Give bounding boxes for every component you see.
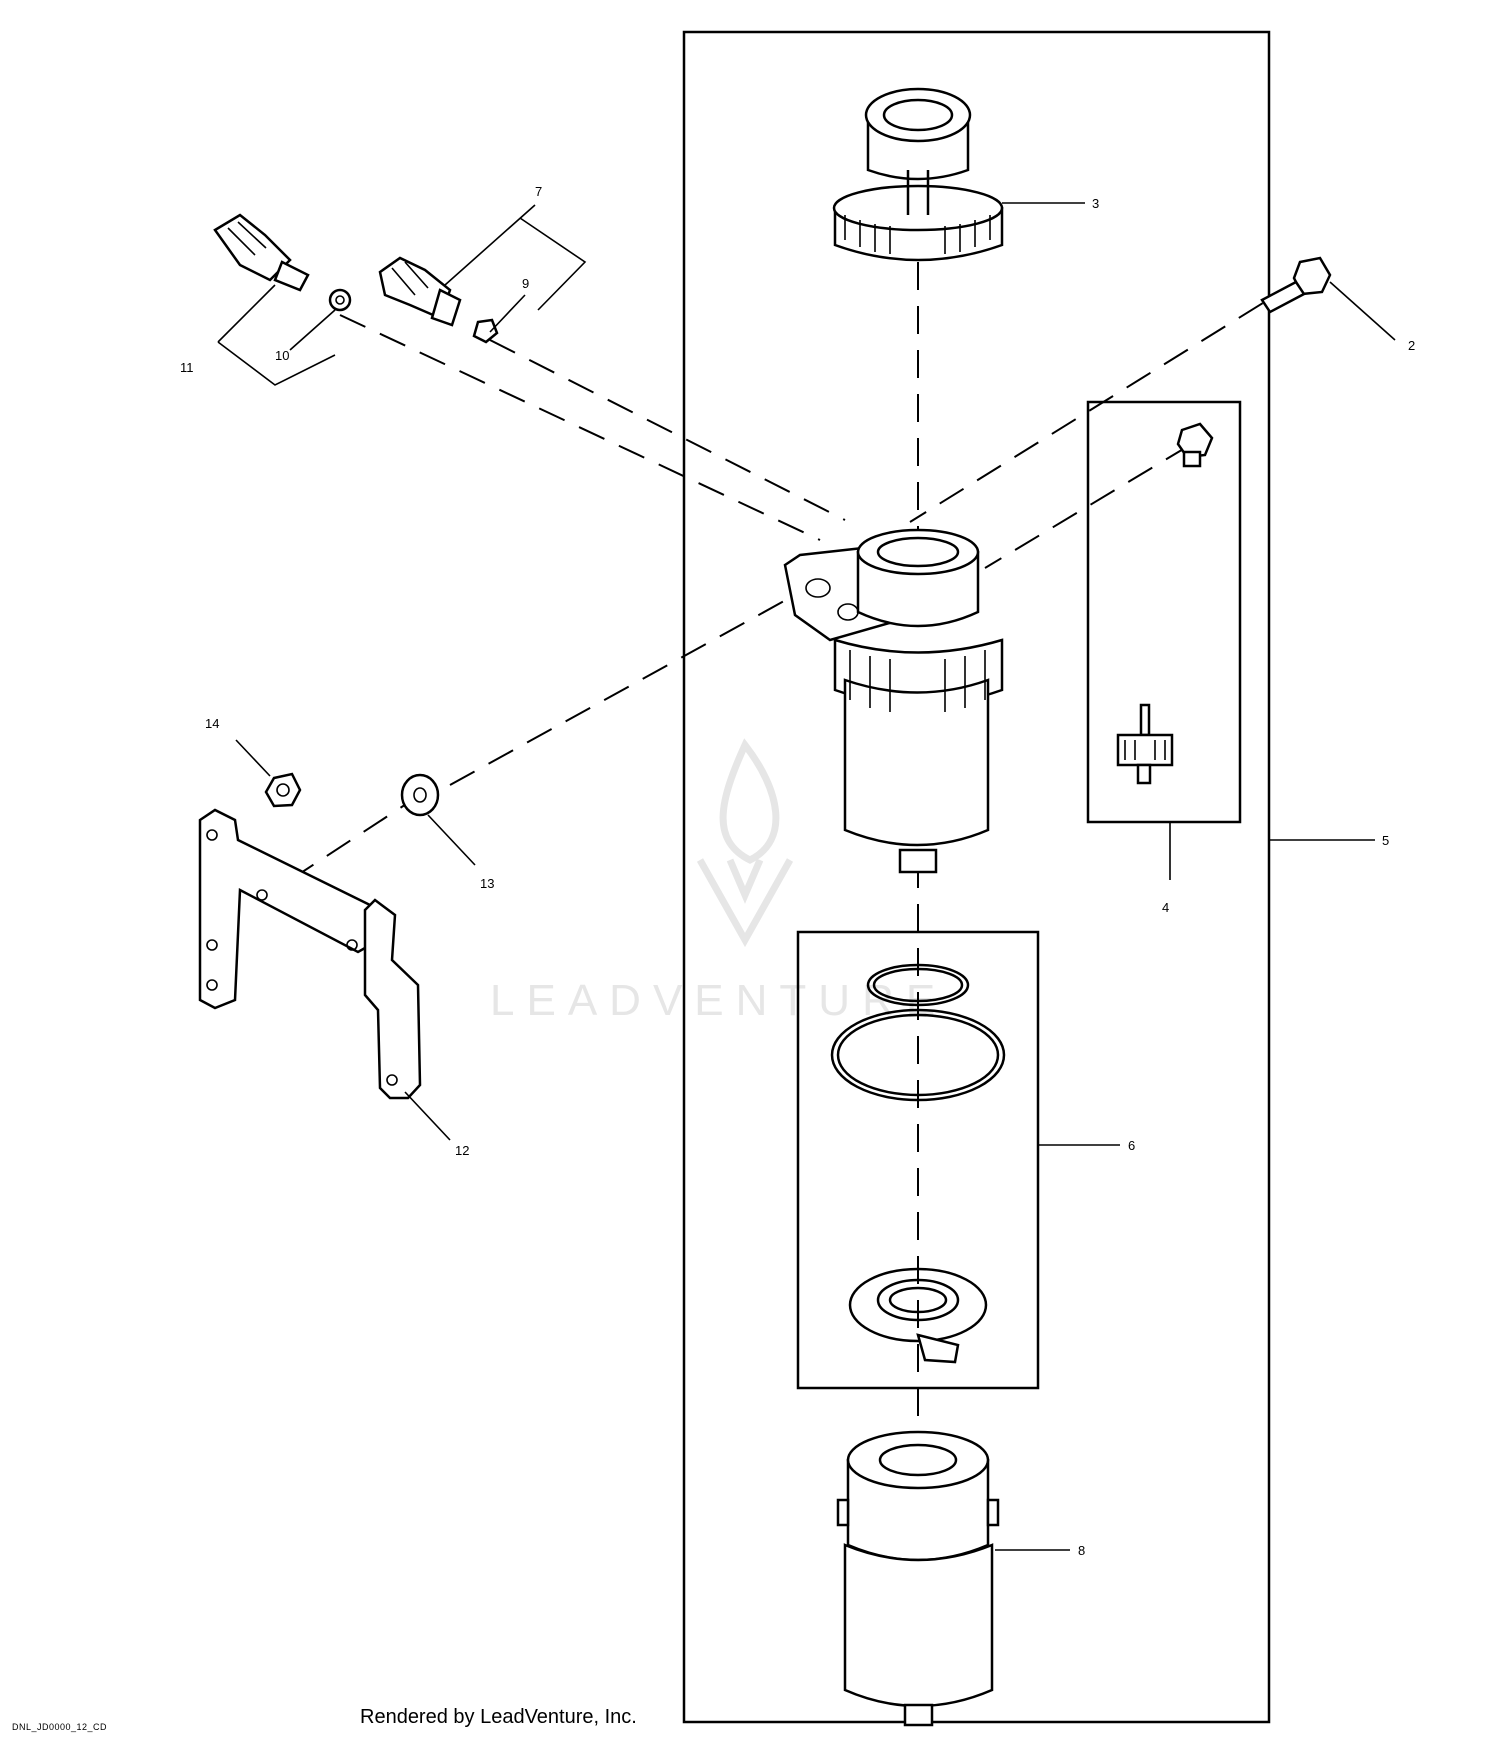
seal-ring-upper xyxy=(866,963,970,1007)
callout-7: 7 xyxy=(535,184,542,199)
nut xyxy=(264,772,302,808)
sensor-7 xyxy=(378,256,462,327)
bracket-axis xyxy=(289,794,421,881)
sensor-axis-1 xyxy=(339,314,821,541)
render-credit: Rendered by LeadVenture, Inc. xyxy=(360,1706,637,1728)
watermark-logo xyxy=(696,738,794,948)
kit-box-4 xyxy=(1086,400,1242,824)
callout-6: 6 xyxy=(1128,1138,1135,1153)
watermark-text: LEADVENTURE xyxy=(490,976,947,1025)
gasket xyxy=(830,1008,1006,1102)
water-sensor xyxy=(1116,703,1174,785)
washer xyxy=(400,773,440,817)
sensor-axis-2 xyxy=(489,339,846,521)
leader-lines xyxy=(217,202,1396,1551)
callout-8: 8 xyxy=(1078,1543,1085,1558)
filter-head xyxy=(783,528,1004,874)
drain-plug xyxy=(1176,422,1214,468)
o-ring-10 xyxy=(328,288,352,312)
mounting-bracket xyxy=(198,808,422,1100)
callout-14: 14 xyxy=(205,716,219,731)
filter-element xyxy=(836,1430,1000,1727)
filter-cap xyxy=(832,87,1004,262)
assembly-frame xyxy=(682,30,1271,1724)
seal-ring-lower xyxy=(848,1267,988,1364)
image-code: DNL_JD0000_12_CD xyxy=(12,1722,108,1732)
callout-4: 4 xyxy=(1162,900,1169,915)
sensor-11 xyxy=(213,213,310,292)
callout-11: 11 xyxy=(180,360,194,375)
washer-axis xyxy=(449,594,796,786)
plug-axis xyxy=(984,444,1191,569)
bolt xyxy=(1260,256,1332,314)
callout-3: 3 xyxy=(1092,196,1099,211)
callout-9: 9 xyxy=(522,276,529,291)
callout-5: 5 xyxy=(1382,833,1389,848)
callout-2: 2 xyxy=(1408,338,1415,353)
o-ring-8 xyxy=(472,318,499,344)
bolt-axis xyxy=(909,279,1301,523)
callout-13: 13 xyxy=(480,876,494,891)
callout-12: 12 xyxy=(455,1143,469,1158)
callout-10: 10 xyxy=(275,348,289,363)
